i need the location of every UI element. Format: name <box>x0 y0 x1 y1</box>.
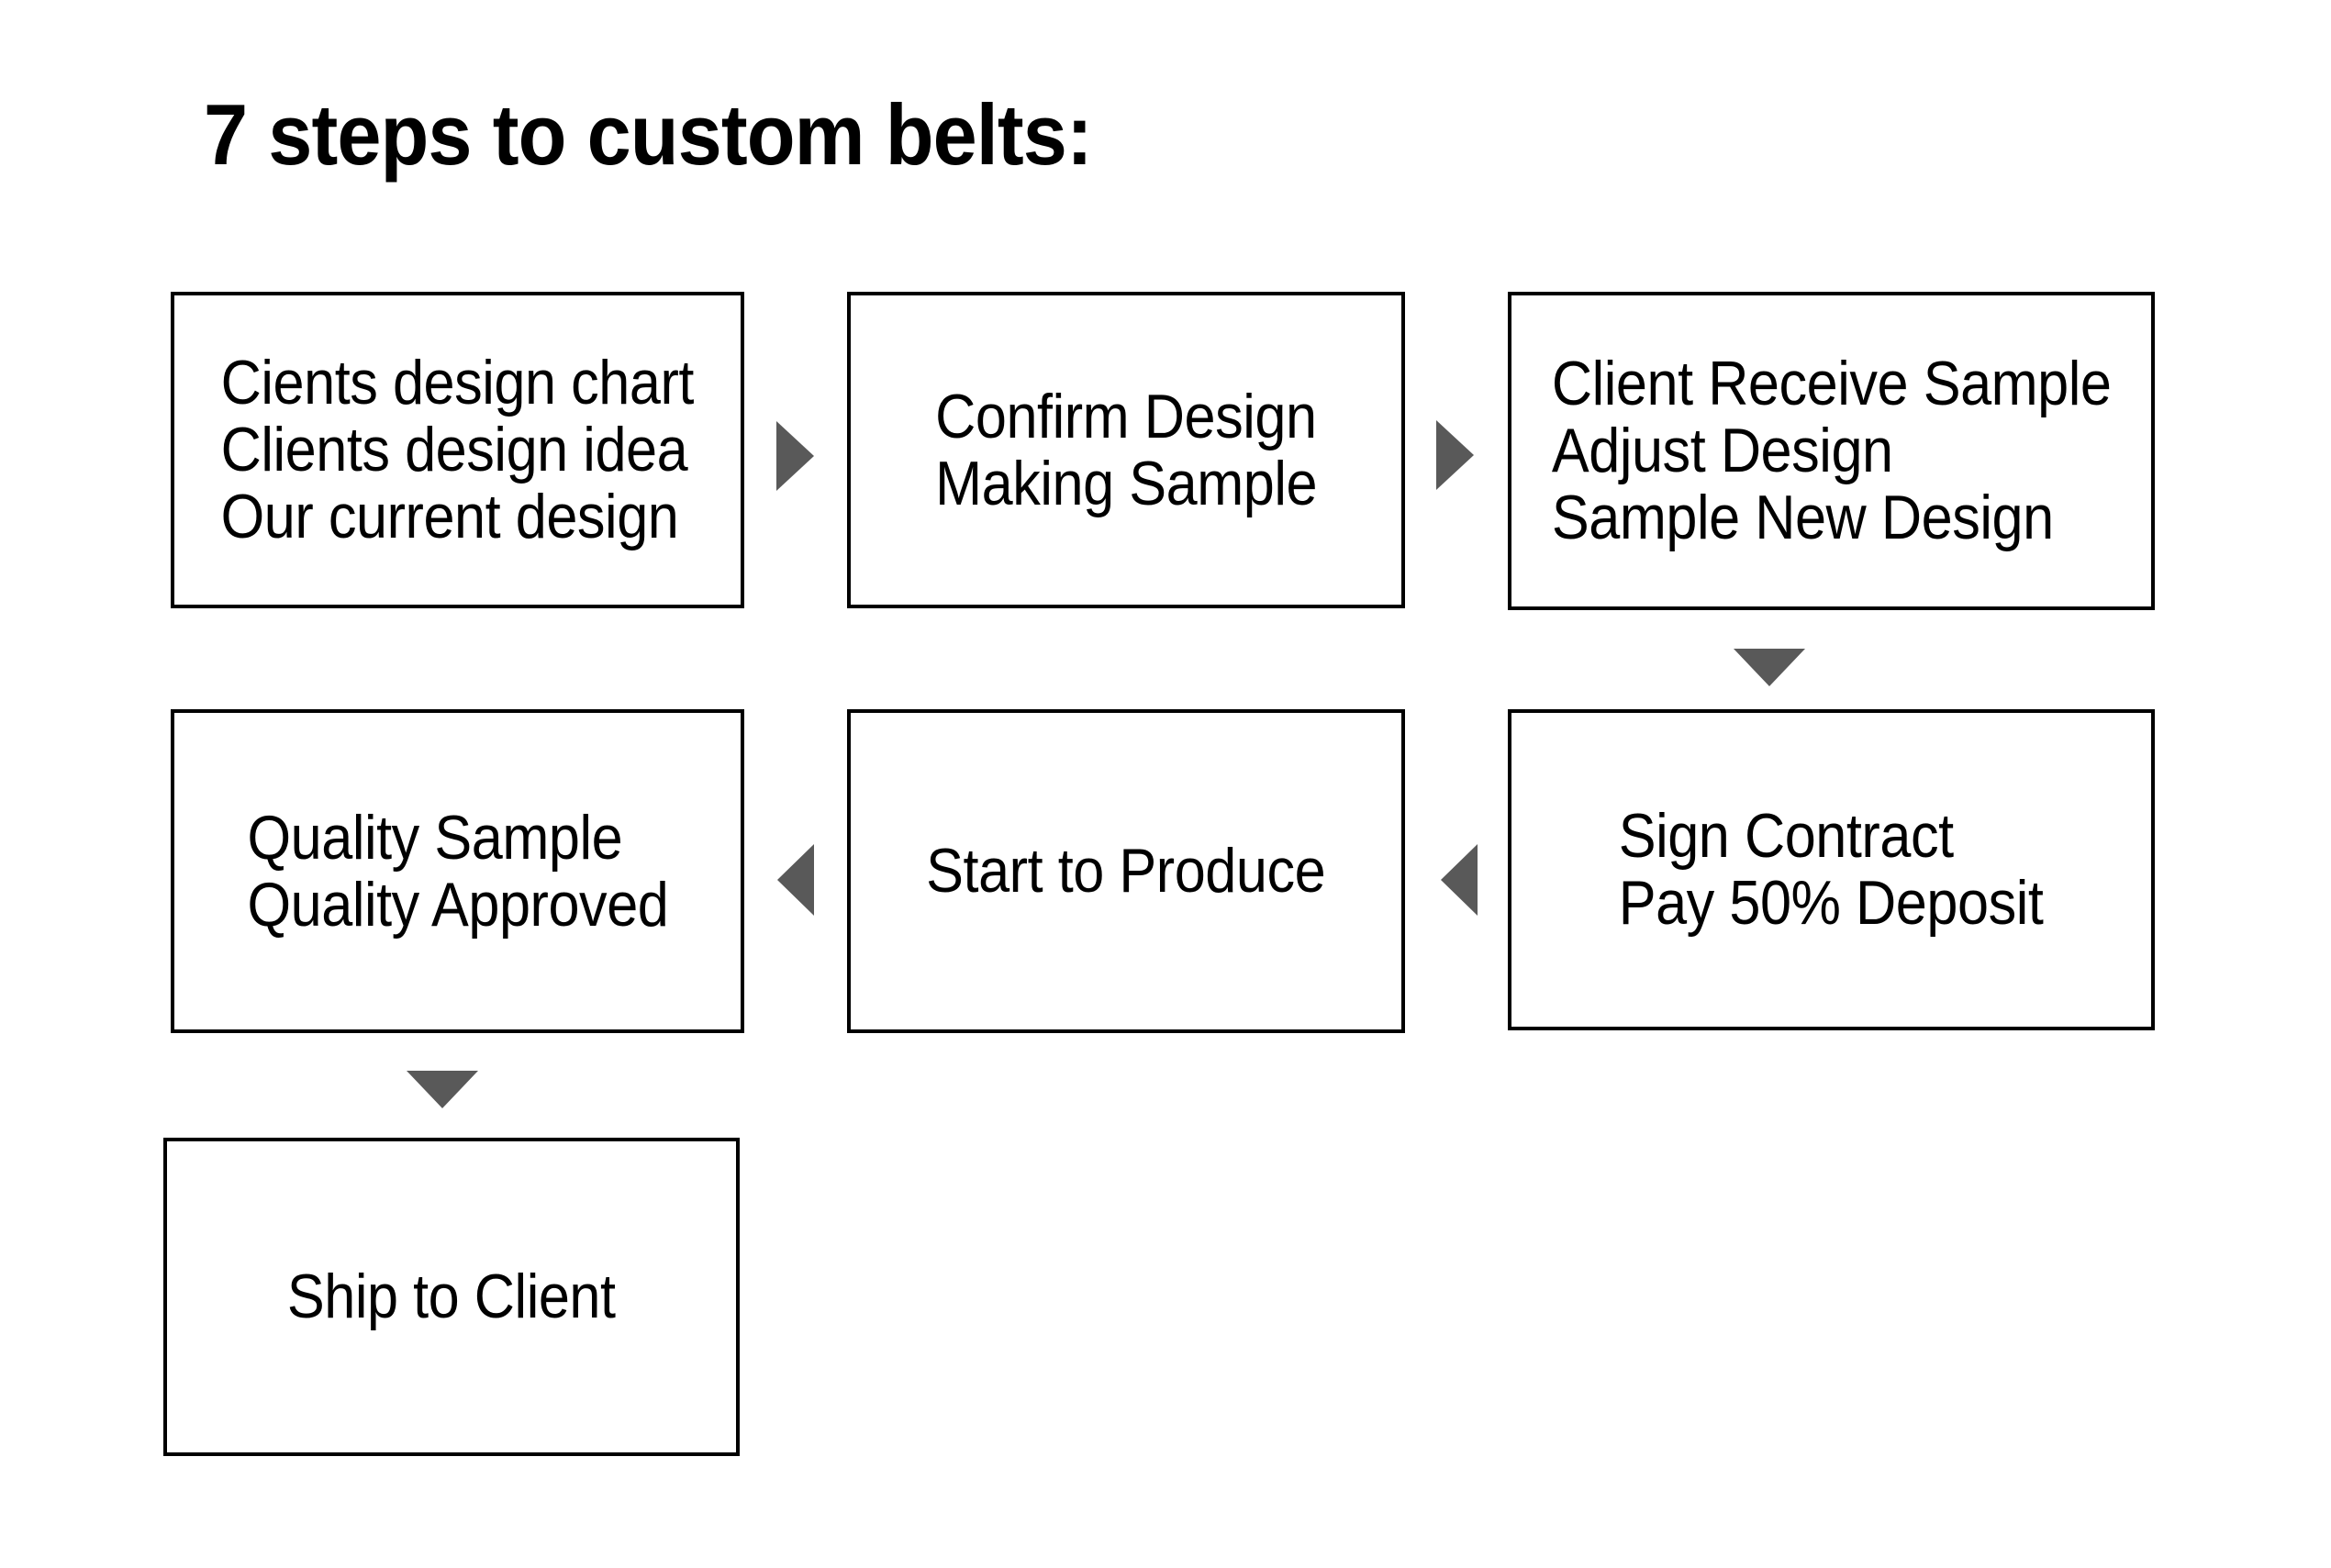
step-box-sign-contract-label: Sign Contract Pay 50% Deposit <box>1619 801 2044 938</box>
step-box-design-input-label: Cients design chart Clients design idea … <box>220 348 695 551</box>
step-box-ship-to-client: Ship to Client <box>163 1138 740 1456</box>
arrow-left-icon <box>1441 844 1478 916</box>
arrow-right-icon <box>776 421 814 491</box>
step-box-ship-to-client-label: Ship to Client <box>287 1262 616 1332</box>
step-box-quality-check: Quality Sample Quality Approved <box>171 709 744 1033</box>
step-box-client-receive-sample: Client Receive Sample Adjust Design Samp… <box>1508 292 2155 610</box>
arrow-left-icon <box>777 844 814 916</box>
step-box-confirm-design-label: Confirm Design Making Sample <box>935 381 1317 518</box>
step-box-start-to-produce-label: Start to Produce <box>926 836 1326 906</box>
step-box-start-to-produce: Start to Produce <box>847 709 1405 1033</box>
step-box-confirm-design: Confirm Design Making Sample <box>847 292 1405 608</box>
arrow-down-icon <box>1734 649 1805 686</box>
step-box-quality-check-label: Quality Sample Quality Approved <box>247 802 668 940</box>
step-box-sign-contract: Sign Contract Pay 50% Deposit <box>1508 709 2155 1030</box>
flowchart-title: 7 steps to custom belts: <box>204 86 1093 183</box>
step-box-design-input: Cients design chart Clients design idea … <box>171 292 744 608</box>
arrow-right-icon <box>1436 420 1474 490</box>
arrow-down-icon <box>407 1071 478 1108</box>
step-box-client-receive-sample-label: Client Receive Sample Adjust Design Samp… <box>1551 349 2112 552</box>
